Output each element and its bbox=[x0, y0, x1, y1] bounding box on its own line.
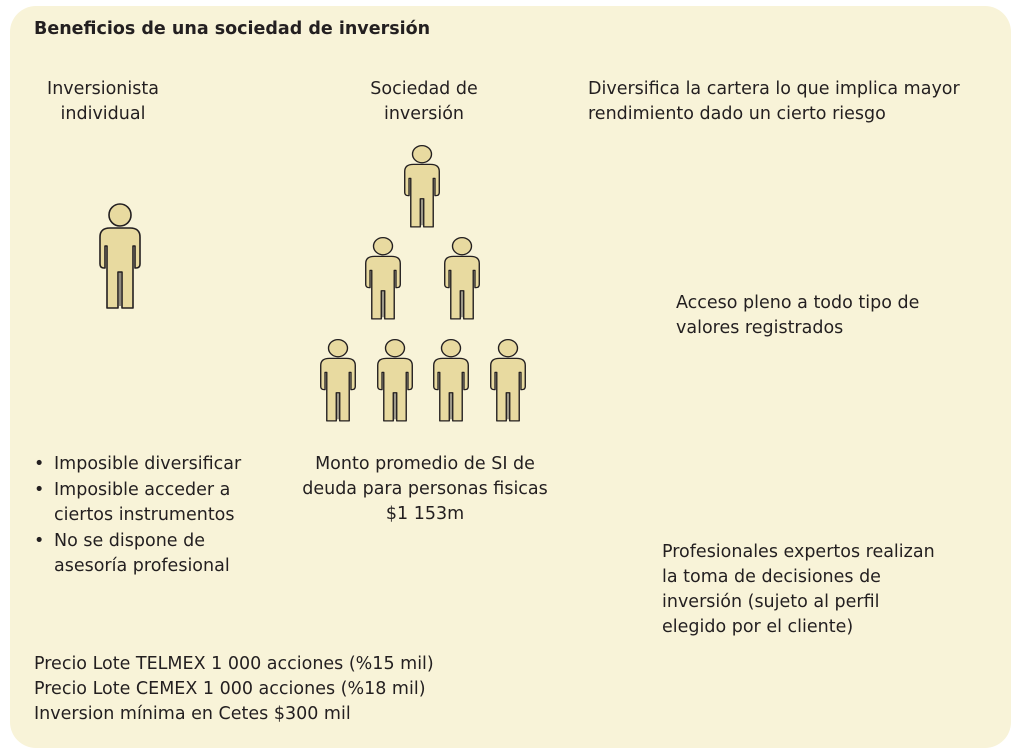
drawback-item: No se dispone de asesoría profesional bbox=[34, 529, 274, 579]
caption-line: Monto promedio de SI de bbox=[315, 454, 535, 474]
society-member-person-icon bbox=[403, 144, 441, 230]
benefit-expert-management: Profesionales expertos realizan la toma … bbox=[662, 540, 982, 640]
benefit-line: elegido por el cliente) bbox=[662, 617, 854, 637]
benefit-line: Acceso pleno a todo tipo de bbox=[676, 293, 920, 313]
drawback-item: Imposible diversificar bbox=[34, 452, 274, 477]
benefit-line: inversión (sujeto al perfil bbox=[662, 592, 880, 612]
benefit-line: rendimiento dado un cierto riesgo bbox=[588, 104, 886, 124]
society-member-person-icon bbox=[376, 338, 414, 424]
note-line: Inversion mínima en Cetes $300 mil bbox=[34, 704, 351, 724]
note-line: Precio Lote TELMEX 1 000 acciones (%15 m… bbox=[34, 654, 434, 674]
society-member-person-icon bbox=[319, 338, 357, 424]
drawback-line: Imposible diversificar bbox=[54, 454, 242, 474]
individual-investor-label: Inversionista individual bbox=[18, 77, 188, 127]
benefit-diversification: Diversifica la cartera lo que implica ma… bbox=[588, 77, 998, 127]
drawback-line: ciertos instrumentos bbox=[54, 505, 235, 525]
caption-line: $1 153m bbox=[385, 504, 465, 524]
society-member-person-icon bbox=[443, 236, 481, 322]
drawback-item: Imposible acceder a ciertos instrumentos bbox=[34, 478, 274, 528]
investment-minimums-notes: Precio Lote TELMEX 1 000 acciones (%15 m… bbox=[34, 652, 554, 727]
society-label-line: Sociedad de bbox=[370, 79, 478, 99]
investment-society-label: Sociedad de inversión bbox=[324, 77, 524, 127]
benefit-line: Diversifica la cartera lo que implica ma… bbox=[588, 79, 960, 99]
drawback-line: asesoría profesional bbox=[54, 556, 230, 576]
society-member-person-icon bbox=[489, 338, 527, 424]
society-member-person-icon bbox=[432, 338, 470, 424]
note-line: Precio Lote CEMEX 1 000 acciones (%18 mi… bbox=[34, 679, 426, 699]
benefit-full-access: Acceso pleno a todo tipo de valores regi… bbox=[676, 291, 976, 341]
caption-line: deuda para personas fisicas bbox=[302, 479, 548, 499]
benefit-line: valores registrados bbox=[676, 318, 844, 338]
society-average-amount-caption: Monto promedio de SI de deuda para perso… bbox=[290, 452, 560, 527]
individual-label-line: Inversionista bbox=[47, 79, 159, 99]
benefit-line: Profesionales expertos realizan bbox=[662, 542, 935, 562]
diagram-title: Beneficios de una sociedad de inversión bbox=[34, 19, 431, 39]
benefit-line: la toma de decisiones de bbox=[662, 567, 881, 587]
society-label-line: inversión bbox=[383, 104, 465, 124]
drawback-line: Imposible acceder a bbox=[54, 480, 231, 500]
drawback-line: No se dispone de bbox=[54, 531, 206, 551]
individual-drawbacks-list: Imposible diversificar Imposible acceder… bbox=[34, 452, 274, 580]
individual-investor-person-icon bbox=[98, 202, 142, 312]
society-member-person-icon bbox=[364, 236, 402, 322]
individual-label-line: individual bbox=[60, 104, 146, 124]
